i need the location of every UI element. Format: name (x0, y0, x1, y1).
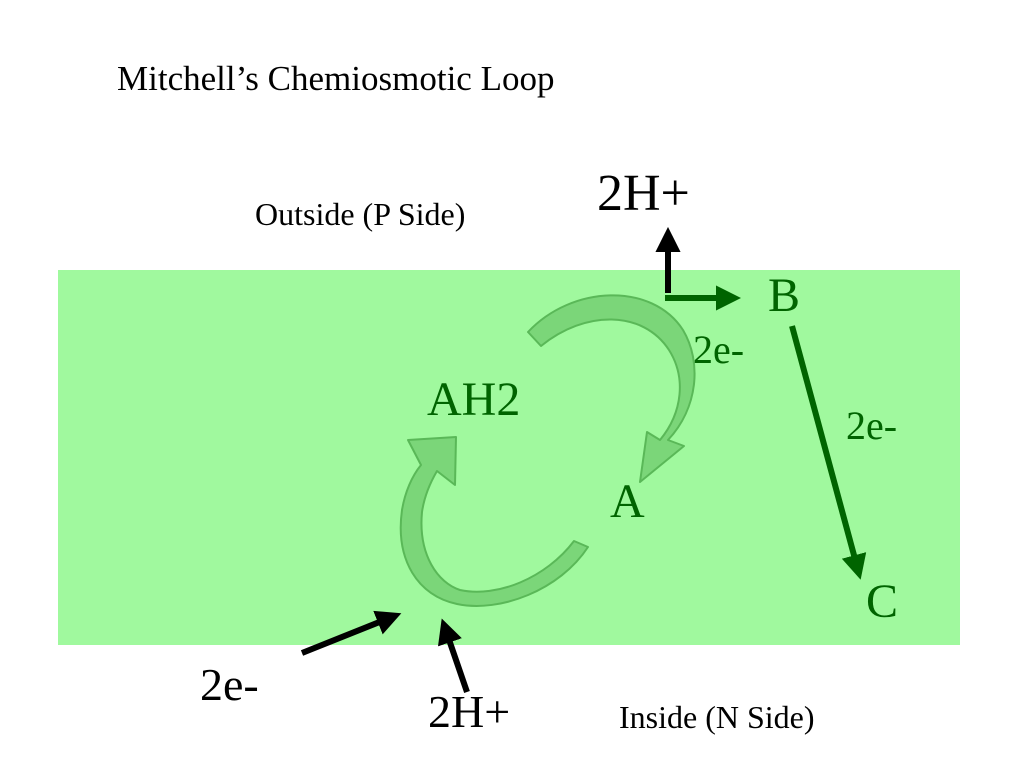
outside-side-label: Outside (P Side) (255, 196, 466, 232)
species-label-c: C (866, 575, 899, 628)
proton-label-inside: 2H+ (428, 686, 511, 737)
inside-side-label: Inside (N Side) (619, 699, 815, 735)
loop-arrow-lower (399, 436, 589, 607)
proton-uptake-arrow (437, 618, 470, 693)
electron-label-b-to-c: 2e- (846, 403, 898, 448)
species-label-ah2: AH2 (427, 373, 521, 426)
page-title: Mitchell’s Chemiosmotic Loop (117, 59, 555, 98)
electron-label-inside: 2e- (200, 659, 259, 710)
electron-label-a-to-b: 2e- (693, 327, 745, 372)
electron-transfer-arrow-b-to-c (789, 325, 867, 580)
species-label-a: A (610, 475, 645, 528)
electron-input-arrow (300, 610, 402, 656)
species-label-b: B (768, 269, 801, 322)
loop-arrow-upper (527, 294, 696, 483)
proton-label-outside: 2H+ (597, 165, 690, 222)
membrane-band (58, 270, 960, 645)
